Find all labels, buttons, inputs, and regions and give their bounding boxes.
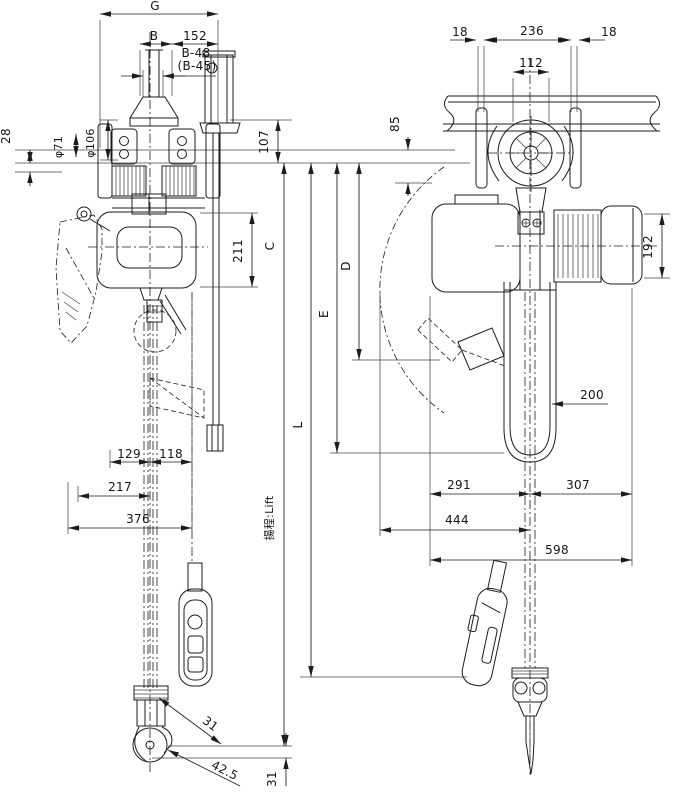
dim-D: D [339, 163, 362, 360]
dim-dia71: φ71 [52, 134, 79, 158]
beam-side [443, 96, 660, 131]
pendant-control-front [179, 292, 212, 686]
dim-31-diagonal: 31 [159, 698, 221, 744]
dim-28: 28 [0, 128, 33, 186]
dim-200-leader: 200 [552, 388, 608, 407]
dim-label-18-left: 18 [452, 25, 468, 39]
load-chain-front [144, 305, 157, 688]
dim-label-192: 192 [641, 235, 655, 259]
dim-444: 444 [380, 513, 530, 533]
chain-container-side [504, 282, 556, 462]
suspension-bracket [130, 50, 178, 126]
break-line-right [650, 96, 659, 131]
dim-291-307: 291 307 [430, 288, 632, 566]
dim-label-C: C [263, 242, 277, 251]
dim-label-444: 444 [445, 513, 469, 527]
dim-label-200: 200 [580, 388, 604, 402]
dim-217: 217 [78, 480, 150, 502]
dim-18-236-18: 18 236 18 [450, 24, 617, 43]
tilted-bracket [418, 318, 505, 370]
trolley-side-plates [98, 124, 220, 208]
dim-112: 112 [513, 56, 549, 122]
dim-label-G: G [150, 0, 160, 13]
hoist-body-side [432, 195, 660, 292]
pendant-button-up [188, 636, 203, 653]
chain-end-stop [207, 425, 223, 451]
dim-dia106: φ106 [84, 120, 118, 160]
dim-label-425: 42.5 [209, 758, 240, 783]
load-chain-side [525, 292, 535, 668]
dim-211: 211 [200, 213, 258, 287]
dim-425-diagonal: 42.5 [168, 750, 240, 786]
dim-C: C 揚程:Lift [263, 163, 287, 746]
pendant-control-side [457, 558, 515, 688]
dim-label-B: B [150, 29, 159, 43]
dim-label-152: 152 [183, 29, 207, 43]
dim-129-118: 129 118 [110, 447, 192, 468]
lift-annotation: 揚程:Lift [263, 495, 276, 540]
front-view [56, 32, 240, 775]
dim-label-dia71: φ71 [52, 136, 65, 158]
dim-label-B48: B-48 [181, 46, 210, 60]
motor-cap [601, 206, 642, 284]
beam-anchor [200, 51, 240, 451]
dim-label-376: 376 [126, 512, 150, 526]
dim-598: 598 [430, 543, 632, 563]
dim-192: 192 [641, 214, 670, 278]
side-view [380, 46, 660, 775]
container-option-phantom [150, 378, 204, 418]
dim-B-152: B 152 [140, 29, 218, 96]
datum-lines [15, 120, 504, 758]
dim-label-85: 85 [388, 116, 402, 132]
pendant-button-top [188, 615, 202, 629]
dim-label-129: 129 [117, 447, 141, 461]
dim-label-307: 307 [566, 478, 590, 492]
dim-label-dia106: φ106 [84, 128, 97, 157]
sheave-phantom-circle [134, 310, 176, 352]
dim-B48: B-48 (B-45) [121, 46, 217, 98]
dim-label-28: 28 [0, 128, 13, 144]
dim-label-31-vert: 31 [265, 771, 279, 787]
dim-107: 107 [257, 120, 281, 163]
dim-label-217: 217 [108, 480, 132, 494]
chain-container-front [56, 207, 110, 343]
dim-label-L: L [291, 422, 305, 429]
dim-G: G [100, 0, 218, 148]
dim-label-B45: (B-45) [178, 59, 217, 73]
dim-label-D: D [339, 261, 353, 271]
pendant-button-down [188, 657, 203, 672]
dim-376: 376 [68, 292, 192, 534]
dim-85: 85 [388, 116, 411, 196]
hook-side [512, 668, 548, 774]
hook-front [133, 686, 172, 762]
dim-E: E [317, 163, 340, 453]
dim-label-E: E [317, 310, 331, 318]
dim-label-236: 236 [520, 24, 544, 38]
dim-label-18-right: 18 [601, 25, 617, 39]
trolley-wheel-plates [111, 129, 195, 164]
dim-label-107: 107 [257, 130, 271, 154]
dim-31-vertical: 31 [265, 733, 289, 787]
trolley-side [476, 46, 581, 234]
dim-label-291: 291 [447, 478, 471, 492]
swing-radius-arc [380, 167, 444, 413]
dim-L: L [291, 163, 314, 677]
dim-label-112: 112 [519, 56, 543, 70]
dim-label-211: 211 [231, 239, 245, 263]
break-line-left [444, 96, 453, 131]
dim-label-598: 598 [545, 543, 569, 557]
hoist-body-front [88, 194, 208, 352]
dim-label-118: 118 [159, 447, 183, 461]
